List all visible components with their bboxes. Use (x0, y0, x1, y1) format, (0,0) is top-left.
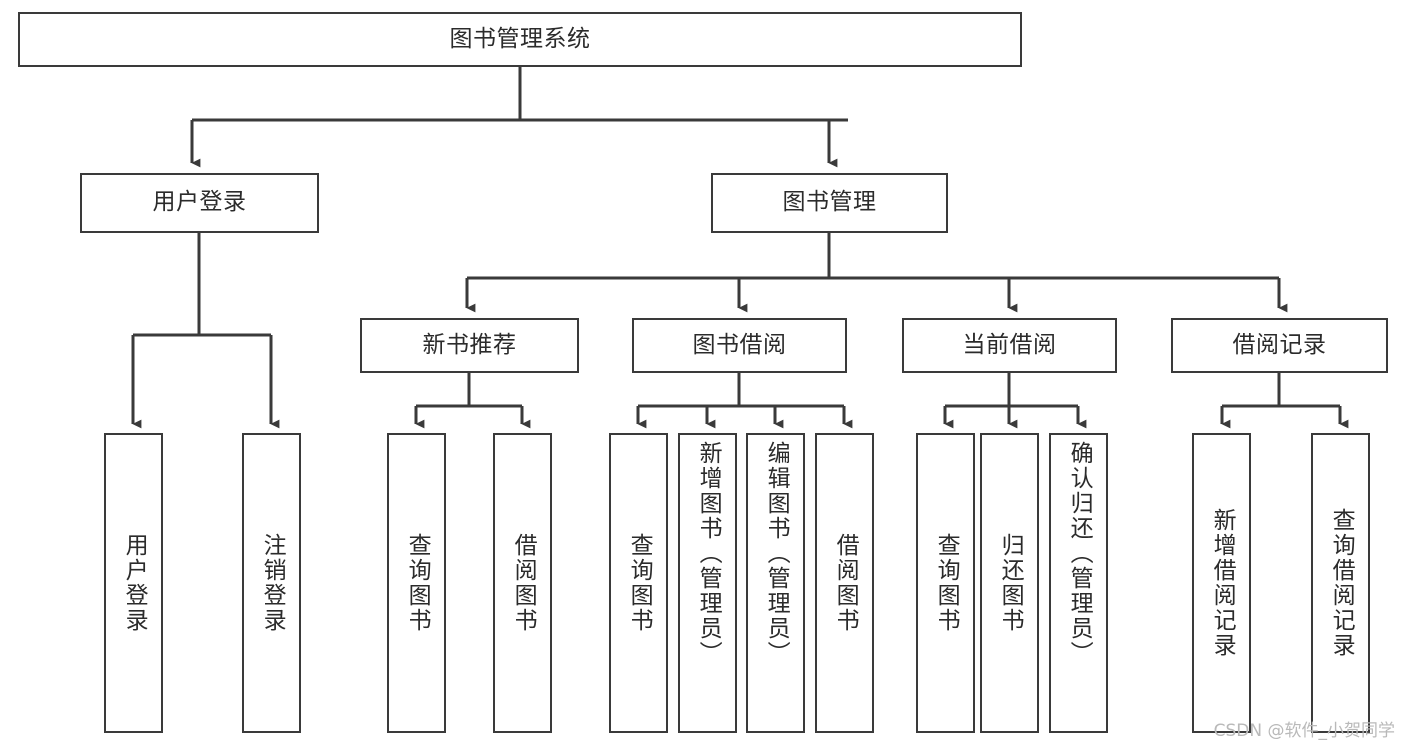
node-label: 图书管理 (782, 189, 877, 216)
node-label: 图书管理系统 (449, 25, 591, 52)
node-label: 查询图书 (404, 533, 431, 633)
leaf-new-book-query[interactable]: 查询图书 (387, 433, 446, 733)
node-user-login[interactable]: 用户登录 (80, 173, 319, 233)
node-root-system[interactable]: 图书管理系统 (18, 12, 1022, 67)
node-book-borrowing[interactable]: 图书借阅 (632, 318, 847, 373)
node-label: 归还图书 (997, 533, 1024, 633)
node-label: 用户登录 (152, 189, 247, 216)
node-label: 注销登录 (259, 533, 286, 633)
leaf-add-borrow-record[interactable]: 新增借阅记录 (1192, 433, 1251, 733)
node-borrow-records[interactable]: 借阅记录 (1171, 318, 1388, 373)
node-label: 借阅图书 (510, 533, 537, 633)
node-label: 编辑图书（管理员） (763, 441, 790, 666)
node-label: 新增借阅记录 (1209, 508, 1236, 658)
leaf-new-book-borrow[interactable]: 借阅图书 (493, 433, 552, 733)
node-label: 当前借阅 (962, 331, 1057, 358)
leaf-user-login[interactable]: 用户登录 (104, 433, 163, 733)
node-current-borrowing[interactable]: 当前借阅 (902, 318, 1117, 373)
node-label: 用户登录 (121, 533, 148, 633)
node-label: 新书推荐 (422, 331, 517, 358)
node-book-management[interactable]: 图书管理 (711, 173, 948, 233)
node-label: 查询图书 (626, 533, 653, 633)
node-label: 新增图书（管理员） (695, 441, 722, 666)
leaf-return-book[interactable]: 归还图书 (980, 433, 1039, 733)
leaf-confirm-return-admin[interactable]: 确认归还（管理员） (1049, 433, 1108, 733)
node-new-book-recommendation[interactable]: 新书推荐 (360, 318, 579, 373)
leaf-borrow-book[interactable]: 借阅图书 (815, 433, 874, 733)
node-label: 借阅图书 (832, 533, 859, 633)
node-label: 图书借阅 (692, 331, 787, 358)
watermark: CSDN @软件_小贺同学 (1213, 721, 1395, 741)
node-label: 查询图书 (933, 533, 960, 633)
leaf-current-query-book[interactable]: 查询图书 (916, 433, 975, 733)
leaf-borrow-query-book[interactable]: 查询图书 (609, 433, 668, 733)
leaf-logout[interactable]: 注销登录 (242, 433, 301, 733)
leaf-add-book-admin[interactable]: 新增图书（管理员） (678, 433, 737, 733)
node-label: 借阅记录 (1232, 331, 1327, 358)
node-label: 确认归还（管理员） (1066, 441, 1093, 666)
leaf-query-borrow-record[interactable]: 查询借阅记录 (1311, 433, 1370, 733)
leaf-edit-book-admin[interactable]: 编辑图书（管理员） (746, 433, 805, 733)
node-label: 查询借阅记录 (1328, 508, 1355, 658)
